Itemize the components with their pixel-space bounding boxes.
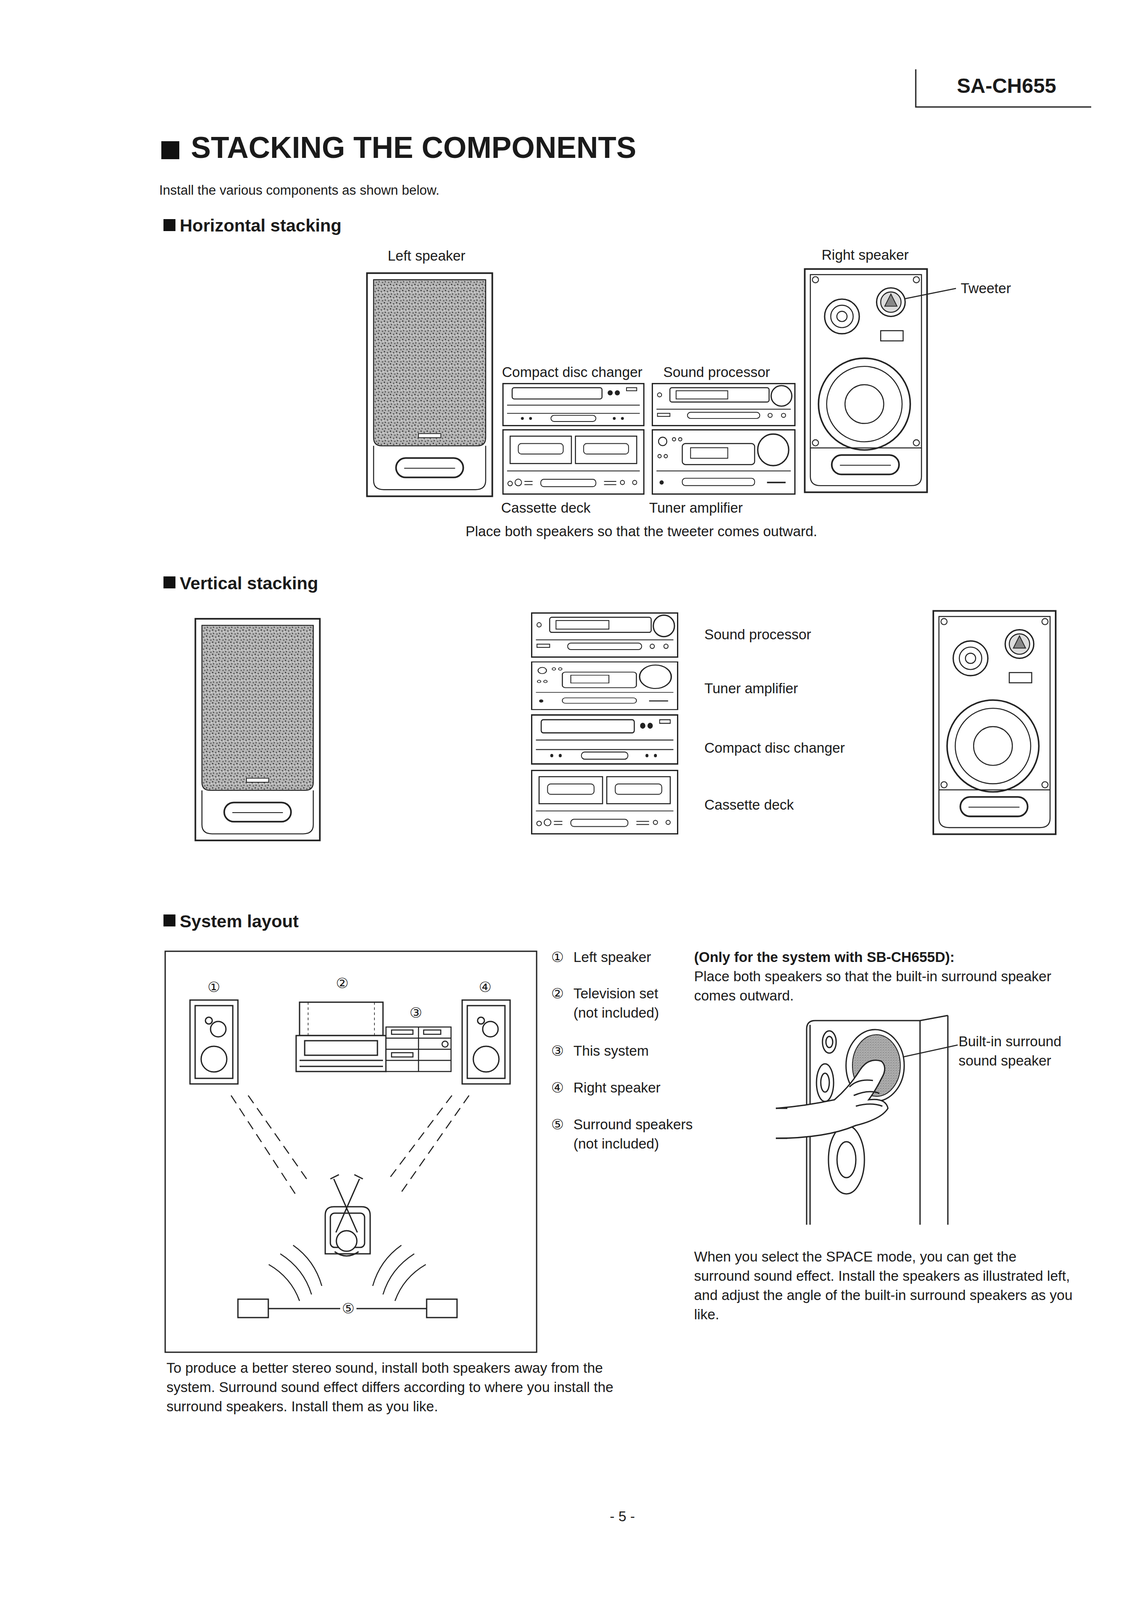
page-number: - 5 -: [609, 1507, 636, 1527]
callout-number: ①: [551, 947, 565, 968]
header-rule: [915, 69, 1092, 107]
model-number: SA-CH655: [956, 71, 1057, 100]
part-name: Sound processor: [663, 362, 770, 383]
leader-line: [905, 288, 956, 299]
legend-item: Left speaker: [573, 947, 652, 968]
cd-changer: [531, 715, 678, 764]
callout-number: ①: [207, 977, 221, 998]
callout-number: ③: [551, 1041, 565, 1061]
tuner-amplifier: [652, 429, 795, 494]
sound-processor: [652, 383, 795, 426]
horizontal-stacking-figure: [367, 269, 956, 497]
note-text: Place both speakers so that the built-in…: [694, 967, 1075, 1006]
heading-bullets: [161, 141, 180, 927]
layout-frame: [165, 951, 537, 1353]
legend-item: Television set (not included): [573, 984, 677, 1023]
callout-number: ④: [551, 1078, 565, 1098]
sound-processor: [531, 613, 678, 658]
listening-direction-lines: [231, 1095, 470, 1194]
vertical-stacking-figure: [195, 611, 1056, 841]
part-name: Left speaker: [387, 246, 466, 266]
right-speaker: [933, 611, 1056, 835]
this-system: [385, 1027, 452, 1072]
callout-number: ③: [409, 1003, 423, 1023]
tuner-amplifier: [531, 661, 678, 710]
note-heading: (Only for the system with SB-CH655D):: [694, 947, 955, 968]
callout-number: ②: [551, 984, 565, 1004]
cassette-deck: [502, 429, 644, 494]
section-heading: System layout: [179, 909, 299, 934]
part-name: Tuner amplifier: [649, 498, 743, 518]
sound-waves: [268, 1245, 426, 1301]
built-in-speaker-figure: [775, 1015, 958, 1225]
part-name: Tweeter: [960, 279, 1011, 299]
page-title: STACKING THE COMPONENTS: [190, 127, 637, 169]
leader-line: [902, 1044, 958, 1057]
cd-changer: [502, 383, 644, 426]
cassette-deck: [531, 770, 678, 834]
intro-text: Install the various components as shown …: [159, 181, 440, 200]
note-text: When you select the SPACE mode, you can …: [694, 1247, 1075, 1325]
part-name: Built-in surround sound speaker: [958, 1032, 1087, 1071]
part-name: Compact disc changer: [704, 738, 845, 758]
callout-number: ④: [478, 977, 492, 998]
note-text: To produce a better stereo sound, instal…: [166, 1358, 625, 1417]
section-heading: Horizontal stacking: [179, 213, 342, 238]
listener-figure: [325, 1174, 371, 1256]
legend-item: Right speaker: [573, 1078, 661, 1098]
note-text: Place both speakers so that the tweeter …: [465, 522, 818, 542]
part-name: Compact disc changer: [501, 362, 643, 383]
callout-number: ⑤: [340, 1299, 357, 1319]
system-layout-figure: [165, 951, 537, 1353]
left-speaker: [367, 273, 493, 496]
part-name: Cassette deck: [704, 795, 794, 815]
part-name: Tuner amplifier: [704, 679, 799, 699]
legend-item: This system: [573, 1041, 649, 1061]
television-set: [296, 1002, 386, 1072]
section-heading: Vertical stacking: [179, 571, 319, 596]
right-speaker: [804, 269, 928, 493]
legend-item: Surround speakers (not included): [573, 1115, 707, 1154]
part-name: Right speaker: [821, 245, 909, 265]
small-left-speaker: [189, 1000, 238, 1084]
small-right-speaker: [462, 1000, 511, 1084]
callout-number: ②: [335, 973, 349, 994]
callout-number: ⑤: [551, 1115, 565, 1135]
left-speaker: [195, 618, 321, 841]
part-name: Cassette deck: [501, 498, 591, 518]
part-name: Sound processor: [704, 625, 811, 645]
